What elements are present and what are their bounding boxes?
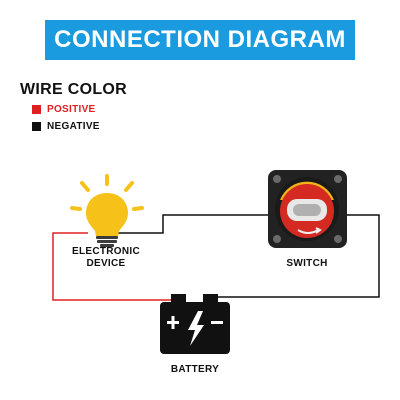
negative-swatch xyxy=(32,122,41,131)
battery-icon xyxy=(160,294,230,354)
device-label-line1: ELECTRONIC xyxy=(72,246,140,257)
legend-title: WIRE COLOR xyxy=(20,81,127,98)
wires xyxy=(52,214,380,301)
negative-wire-device-switch xyxy=(118,214,268,234)
positive-wire xyxy=(52,232,171,301)
legend-positive-label: POSITIVE xyxy=(47,104,96,115)
battery-switch-icon xyxy=(268,170,347,248)
page-title: CONNECTION DIAGRAM xyxy=(54,26,346,53)
legend-item-positive: POSITIVE xyxy=(32,104,96,115)
light-bulb-icon xyxy=(70,174,144,247)
device-label: ELECTRONIC DEVICE xyxy=(66,246,146,270)
legend-item-negative: NEGATIVE xyxy=(32,121,100,132)
title-banner: CONNECTION DIAGRAM xyxy=(45,20,355,60)
negative-wire-switch-battery xyxy=(212,214,380,298)
switch-label: SWITCH xyxy=(286,258,328,269)
battery-label: BATTERY xyxy=(170,364,220,375)
legend-negative-label: NEGATIVE xyxy=(47,121,100,132)
positive-swatch xyxy=(32,105,41,114)
device-label-line2: DEVICE xyxy=(86,258,126,269)
